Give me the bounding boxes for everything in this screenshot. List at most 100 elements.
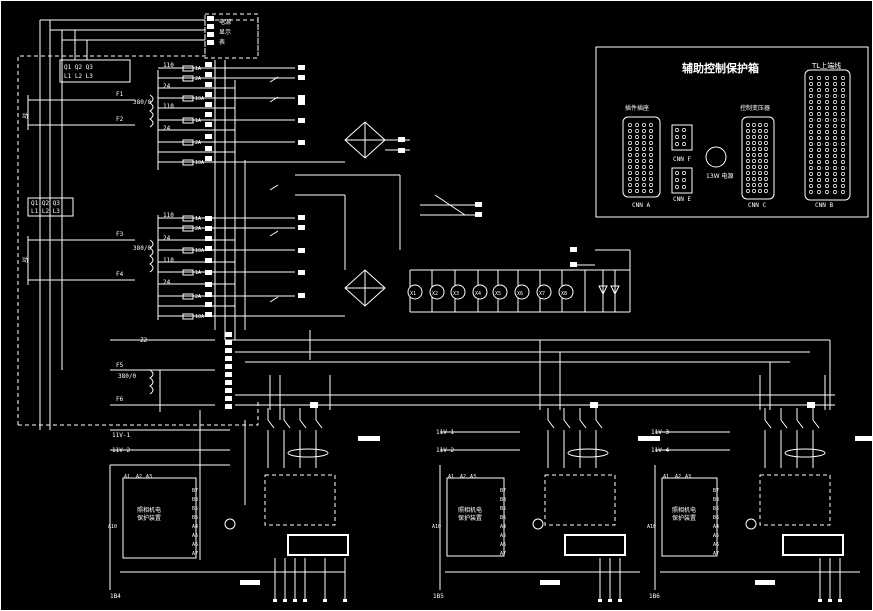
pin-cnn-b [825,172,829,176]
pin-cnn-a [635,165,639,169]
unit-1-name: 照相机电 [137,506,161,514]
pin-cnn-e [675,171,679,175]
pin-cnn-a [635,189,639,193]
unit-pin-label: A6 [192,542,198,548]
pin-cnn-a [628,123,632,127]
pin-cnn-a [649,189,653,193]
contact-switch [595,419,603,429]
protection-unit-2 [446,477,505,557]
pin-cnn-b [841,100,845,104]
unit-pin-label: A2 [675,474,681,480]
pin-cnn-b [841,118,845,122]
pin-cnn-b [841,124,845,128]
relay-block-upper [59,59,131,83]
pin-cnn-b [817,190,821,194]
pin-cnn-b [809,106,813,110]
pin-cnn-b [833,112,837,116]
terminal-block [225,340,232,345]
unit-3-name: 照相机电 [672,506,696,514]
pin-cnn-b [841,184,845,188]
pin-cnn-a [642,183,646,187]
pin-cnn-c [752,177,756,181]
dashed-enclosure [17,19,259,425]
lamp-icon [514,284,530,300]
pin-cnn-c [764,183,768,187]
contact-switch [796,419,804,429]
pin-cnn-a [628,189,632,193]
terminal-block [298,100,305,105]
pin-cnn-a [635,177,639,181]
contactor-group-1 [264,474,336,526]
fuse-icon [182,293,194,300]
pin-cnn-c [746,135,750,139]
pin-cnn-c [758,159,762,163]
unit-pin-label: B8 [500,497,506,503]
unit-pin-label: B7 [500,488,506,494]
contact-switch [780,419,788,429]
pin-cnn-b [809,88,813,92]
protection-cabinet-frame [595,46,869,218]
terminal-block [205,102,212,107]
pin-cnn-c [752,147,756,151]
wire-end [598,599,602,602]
pin-cnn-b [833,154,837,158]
unit-pin-label: A3 [470,474,476,480]
pin-cnn-b [809,148,813,152]
pin-cnn-b [825,88,829,92]
unit-pin-label: B5 [500,506,506,512]
lamp-icon [492,284,508,300]
connector-e-id: CNN E [673,196,691,203]
terminal-block [225,356,232,361]
pin-cnn-b [833,130,837,134]
unit-pin-label: B8 [192,497,198,503]
pin-cnn-b [809,76,813,80]
wire-end [283,599,287,602]
pin-cnn-c [752,135,756,139]
lamp-label: X6 [517,291,523,297]
unit-pin-label: B5 [713,506,719,512]
unit-pin-label: A1 [448,474,454,480]
cable-bundle-icon [784,448,826,458]
unit-pin-label: B8 [713,497,719,503]
pin-cnn-a [628,147,632,151]
unit-2-supply-b: 11V-2 [436,447,454,454]
pin-cnn-c [758,147,762,151]
connector-cnn-b [804,69,851,201]
pin-cnn-c [746,153,750,157]
pin-cnn-b [841,94,845,98]
pin-cnn-b [833,172,837,176]
switch-contact [269,230,279,237]
pin-cnn-b [817,112,821,116]
terminal-block [205,216,212,221]
terminal-block [205,282,212,287]
pin-cnn-b [833,76,837,80]
pin-cnn-b [809,100,813,104]
unit-2-ground: 1B5 [433,593,444,600]
pin-cnn-b [817,136,821,140]
unit-pin-label: A5 [713,533,719,539]
unit-1-sub: 保护装置 [137,514,161,522]
pin-cnn-b [817,148,821,152]
pin-cnn-c [764,171,768,175]
label-tag [358,436,380,441]
pin-cnn-c [746,129,750,133]
pin-cnn-f [675,128,679,132]
pin-cnn-b [825,112,829,116]
pin-cnn-b [825,160,829,164]
unit-pin-label: A1 [663,474,669,480]
pin-cnn-a [628,153,632,157]
wire-end [818,599,822,602]
unit-pin-label: A4 [713,524,719,530]
pin-cnn-a [635,141,639,145]
fuse-f6: F6 [116,396,124,403]
pin-cnn-b [833,142,837,146]
bus-label-z2: Z2 [140,337,148,344]
terminal-block [298,248,305,253]
terminal-block [298,95,305,100]
pin-cnn-b [841,112,845,116]
terminal-block [225,388,232,393]
pin-cnn-a [649,183,653,187]
pin-cnn-c [746,141,750,145]
pin-cnn-b [825,178,829,182]
